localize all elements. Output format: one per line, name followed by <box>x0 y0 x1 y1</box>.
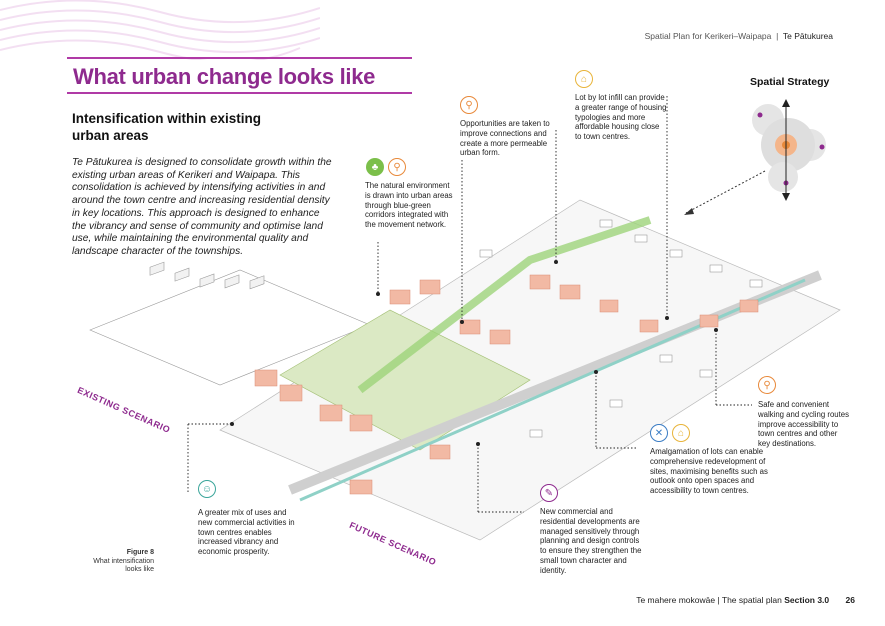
page-number: 26 <box>845 595 855 605</box>
running-header: Spatial Plan for Kerikeri–Waipapa | Te P… <box>644 31 833 41</box>
callout-amalgamation: Amalgamation of lots can enable comprehe… <box>650 447 768 496</box>
existing-houses <box>479 219 763 438</box>
housing-icon: ⌂ <box>575 70 593 88</box>
amalgamation-icon: ✕ <box>650 424 668 442</box>
intensified-buildings <box>254 274 759 495</box>
intro-paragraph: Te Pātukurea is designed to consolidate … <box>72 157 332 257</box>
existing-scenario-plan <box>89 261 371 386</box>
figure-caption-text: What intensification looks like <box>93 557 154 574</box>
page-footer: Te mahere mokowāe | The spatial plan Sec… <box>636 595 855 605</box>
commercial-icon: ✎ <box>540 484 558 502</box>
walking-cycling-icon: ⚲ <box>388 158 406 176</box>
callout-walking-cycling: Safe and convenient walking and cycling … <box>758 400 850 449</box>
figure-label: Figure 8 <box>126 549 154 556</box>
spatial-strategy-title: Spatial Strategy <box>750 76 830 88</box>
isometric-illustration <box>89 199 841 541</box>
callout-natural-environment: The natural environment is drawn into ur… <box>365 181 453 230</box>
pointer-arrow <box>684 170 766 215</box>
walking-cycling-icon: ⚲ <box>758 376 776 394</box>
footer-part: The spatial plan <box>721 595 782 605</box>
tree-icon: ♣ <box>366 158 384 176</box>
green-corridor <box>357 216 652 394</box>
callout-infill: Lot by lot infill can provide a greater … <box>575 93 667 142</box>
housing-icon: ⌂ <box>672 424 690 442</box>
community-icon: ☺ <box>198 480 216 498</box>
footer-section: Section 3.0 <box>784 595 830 605</box>
callout-commercial: New commercial and residential developme… <box>540 507 642 575</box>
footer-doc: Te mahere mokowāe <box>636 595 716 605</box>
wave-pattern-decoration <box>0 0 320 60</box>
page-title: What urban change looks like <box>73 64 376 89</box>
figure-caption: Figure 8 What intensification looks like <box>84 549 154 575</box>
teal-route <box>299 278 806 502</box>
title-rule-top <box>67 57 412 59</box>
title-rule-bottom <box>67 92 412 94</box>
doc-title: Spatial Plan for Kerikeri–Waipapa <box>644 31 772 41</box>
spatial-strategy-diagram <box>752 99 826 201</box>
callout-mixed-uses: A greater mix of uses and new commercial… <box>198 508 295 557</box>
callout-connections: Opportunities are taken to improve conne… <box>460 119 550 158</box>
walking-cycling-icon: ⚲ <box>460 96 478 114</box>
section-subtitle: Intensification within existing urban ar… <box>72 111 262 143</box>
section-name: Te Pātukurea <box>782 31 833 41</box>
